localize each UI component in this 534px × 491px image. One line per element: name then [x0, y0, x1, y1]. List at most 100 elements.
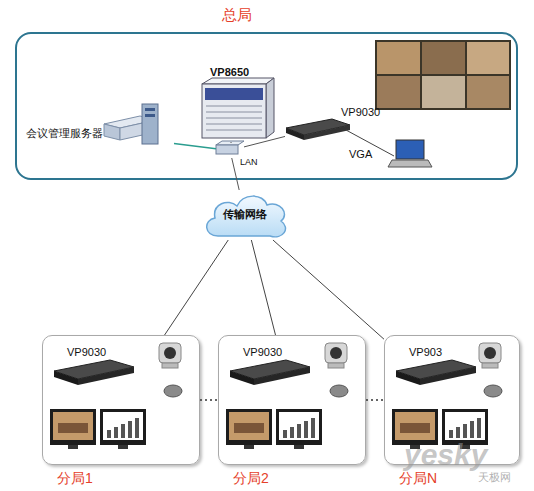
terminal-front	[254, 367, 310, 385]
chart-bar	[135, 418, 139, 438]
laptop-illustration	[388, 140, 432, 167]
terminal-front	[420, 367, 476, 385]
server-tower	[142, 104, 158, 144]
server-slot	[145, 114, 155, 117]
video-tile	[422, 76, 465, 108]
terminal-top	[396, 360, 476, 379]
monitor-stand	[460, 445, 470, 449]
chart-bar	[463, 424, 467, 438]
chart-bar	[456, 427, 460, 438]
terminal-illustration	[286, 119, 350, 140]
branch-title: 分局1	[57, 470, 93, 488]
camera-body	[479, 343, 501, 363]
vga-cable	[346, 130, 394, 156]
monitor-image	[58, 423, 88, 433]
wan-link	[273, 240, 384, 339]
network-cable	[174, 143, 216, 148]
network-link	[230, 142, 231, 143]
chassis-panel	[205, 88, 263, 100]
monitor-screen	[395, 412, 435, 440]
camera-body	[159, 343, 181, 363]
switch-front	[216, 145, 238, 154]
terminal-front	[78, 367, 134, 385]
terminal-node: VP9030	[227, 344, 311, 392]
monitor-screen	[445, 412, 485, 440]
monitor-stand	[68, 445, 78, 449]
monitor-stand	[410, 445, 420, 449]
monitor-frame	[276, 409, 322, 445]
terminal-side	[396, 371, 420, 385]
video-tile	[467, 76, 509, 108]
server-top	[104, 116, 156, 128]
monitor-image	[400, 423, 430, 433]
chassis-slot	[206, 106, 262, 107]
monitor-screen	[53, 412, 93, 440]
chart-bar	[470, 421, 474, 438]
branch-equipment	[50, 343, 182, 449]
wan-link	[165, 240, 229, 335]
screenshot-frame	[375, 40, 511, 110]
video-tile	[377, 42, 420, 74]
chassis-slot	[206, 124, 262, 125]
monitor-screen	[229, 412, 269, 440]
watermark: 天极网	[478, 470, 511, 485]
camera-base	[482, 363, 498, 368]
laptop-base	[388, 160, 432, 167]
branch-title: 分局N	[399, 470, 437, 488]
chassis-slot	[206, 112, 262, 113]
video-tile	[467, 42, 509, 74]
chassis-slot	[206, 130, 262, 131]
server-node: 会议管理服务器	[24, 114, 174, 154]
branch-equipment	[226, 343, 348, 449]
chart-bar	[304, 421, 308, 438]
microphone	[164, 385, 182, 397]
chart-bar	[121, 424, 125, 438]
device-label: VP9030	[341, 106, 380, 118]
terminal-top	[230, 360, 310, 379]
mcu-chassis	[202, 78, 274, 138]
terminal-node: VP9030	[285, 108, 351, 148]
terminal-front	[304, 125, 350, 140]
chassis-side	[266, 78, 274, 138]
microphone	[484, 385, 502, 397]
chassis-front	[202, 84, 266, 138]
monitor-frame	[226, 409, 272, 445]
hq-region: 总局会议管理服务器VP8650VP9030LAN	[15, 32, 518, 180]
signal-label: VGA	[349, 148, 372, 160]
terminal-node: VP9030	[51, 344, 135, 392]
network-link	[232, 158, 239, 190]
chart-bar	[311, 418, 315, 438]
wan-link	[251, 240, 275, 335]
branch-title: 分局2	[233, 470, 269, 488]
server-slot	[145, 108, 155, 111]
monitor-stand	[244, 445, 254, 449]
monitor-stand	[294, 445, 304, 449]
microphone	[330, 385, 348, 397]
device-label: VP8650	[210, 66, 249, 78]
monitor-frame	[392, 409, 438, 445]
server-side	[104, 124, 120, 140]
chassis-top	[202, 78, 274, 84]
terminal-node: VP903	[393, 344, 477, 392]
monitor-frame	[442, 409, 488, 445]
chassis-slot	[206, 118, 262, 119]
terminal-top	[286, 119, 350, 135]
dotted-continuation	[200, 399, 218, 401]
switch-top	[216, 141, 244, 145]
network-link	[244, 136, 285, 146]
monitor-frame	[50, 409, 96, 445]
chart-bar	[128, 421, 132, 438]
chart-bar	[283, 430, 287, 438]
chart-bar	[107, 430, 111, 438]
terminal-side	[54, 371, 78, 385]
camera-base	[162, 363, 178, 368]
watermark: yesky	[404, 438, 487, 472]
lan-label: LAN	[240, 157, 258, 167]
camera-body	[325, 343, 347, 363]
chart-bar	[297, 424, 301, 438]
mcu-node: VP8650	[202, 66, 270, 142]
dotted-continuation	[366, 399, 384, 401]
